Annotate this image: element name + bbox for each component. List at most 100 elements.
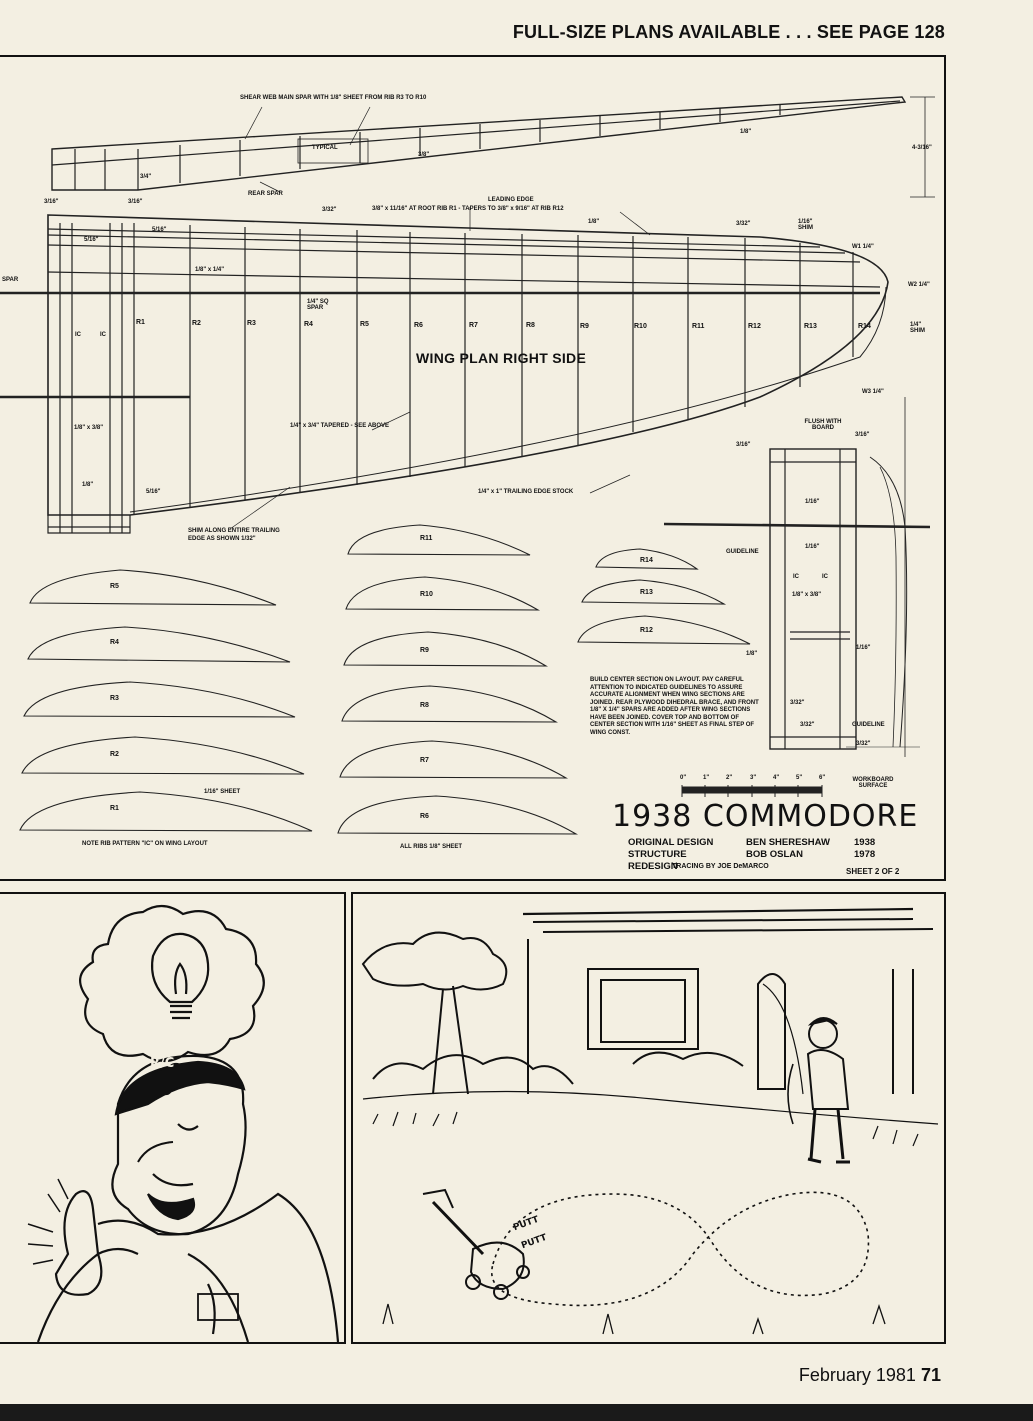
wing-rib-label: R6 — [414, 322, 423, 329]
dim-1-8x3-8-label: 1/8" x 3/8" — [74, 425, 104, 431]
dim-1-8-label: 1/8" — [740, 129, 752, 135]
wing-rib-label: R8 — [526, 322, 535, 329]
dim-5-16-a: 5/16" — [84, 237, 99, 243]
lightbulb-icon — [151, 932, 210, 1020]
leader-lines — [229, 106, 651, 530]
center-section — [663, 397, 931, 757]
credit-name: BEN SHERESHAW — [746, 837, 830, 848]
build-note: BUILD CENTER SECTION ON LAYOUT. PAY CARE… — [590, 677, 759, 736]
rib-profile-label: R1 — [110, 805, 119, 812]
rib-profiles — [19, 524, 751, 835]
cartoon-mower-drawing — [361, 907, 939, 1335]
dim-3-32-tip-label: 3/32" — [736, 221, 751, 227]
ic-label-2: IC — [100, 332, 106, 338]
scale-label: 1" — [703, 775, 710, 781]
wing-rib-label: R4 — [304, 321, 313, 328]
wing-rib-label: R12 — [748, 323, 761, 330]
cs-dim-3-16-b: 3/16" — [855, 432, 870, 438]
leading-edge-spec: 3/8" x 11/16" AT ROOT RIB R1 - TAPERS TO… — [372, 206, 564, 212]
rib-profile-label: R5 — [110, 583, 119, 590]
dim-4-3-16-label: 4-3/16" — [912, 145, 932, 151]
trailing-edge-label: 1/4" x 1" TRAILING EDGE STOCK — [478, 489, 574, 495]
dim-3-32-label: 3/32" — [322, 207, 337, 213]
cs-ic-2: IC — [822, 574, 828, 580]
workboard-label: WORKBOARD SURFACE — [852, 777, 894, 789]
lawn-mower — [422, 1188, 530, 1300]
rib-profile-label: R12 — [640, 627, 653, 634]
dim-3-4-label: 3/4" — [140, 174, 152, 180]
cs-dim-1-8: 1/8" — [746, 651, 758, 657]
rib-profile-label: R6 — [420, 813, 429, 820]
plan-drawing-frame: SHEAR WEB MAIN SPAR WITH 1/8" SHEET FROM… — [0, 55, 946, 881]
wing-plan-title: WING PLAN RIGHT SIDE — [416, 350, 587, 366]
wing-rib-label: R9 — [580, 323, 589, 330]
scale-label: 0" — [680, 775, 687, 781]
rib-profile-label: R9 — [420, 647, 429, 654]
credit-role: STRUCTURE REDESIGN — [628, 849, 687, 872]
cap-text: R/C — [150, 1056, 175, 1071]
credit-row: ORIGINAL DESIGN BEN SHERESHAW 1938 — [628, 837, 875, 849]
cs-dim-1-8x3-8: 1/8" x 3/8" — [792, 592, 822, 598]
cs-dim-1-16-b: 1/16" — [805, 544, 820, 550]
shear-web-label: SHEAR WEB MAIN SPAR WITH 1/8" SHEET FROM… — [240, 95, 427, 101]
rear-spar-label: REAR SPAR — [248, 191, 283, 197]
rib-profile-label: R4 — [110, 639, 119, 646]
scale-label: 6" — [819, 775, 826, 781]
leading-edge-label: LEADING EDGE — [488, 197, 534, 203]
rib-profile-label: R2 — [110, 751, 119, 758]
rib-profile-label: R7 — [420, 757, 429, 764]
shim-trailing-label: SHIM ALONG ENTIRE TRAILING EDGE AS SHOWN… — [188, 528, 280, 542]
dim-1-8-wing-label: 1/8" — [588, 219, 600, 225]
spar-top-view — [51, 96, 935, 198]
scale-bar — [681, 785, 823, 797]
page-footer: February 1981 71 — [799, 1365, 941, 1386]
note-rib-pattern: NOTE RIB PATTERN "IC" ON WING LAYOUT — [82, 841, 208, 847]
spar-left-label: SPAR — [2, 277, 19, 283]
sheet-number: SHEET 2 OF 2 — [846, 867, 900, 876]
wing-rib-label: R10 — [634, 323, 647, 330]
cs-guideline-2: GUIDELINE — [852, 722, 885, 728]
tip-shim-label: 1/4" SHIM — [910, 322, 925, 334]
flush-label: FLUSH WITH BOARD — [804, 419, 842, 431]
cs-dim-3-32-c: 3/32" — [856, 741, 871, 747]
cartoon-mower-panel: PUTT PUTT — [351, 892, 946, 1344]
credit-row: STRUCTURE REDESIGN BOB OSLAN 1978 — [628, 849, 875, 873]
credit-role: ORIGINAL DESIGN — [628, 837, 714, 848]
typical-label: TYPICAL — [312, 145, 338, 151]
w1-label: W1 1/4" — [852, 244, 874, 250]
all-ribs-note: ALL RIBS 1/8" SHEET — [400, 844, 463, 850]
rib-profile-label: R8 — [420, 702, 429, 709]
dim-3-16-a: 3/16" — [44, 199, 59, 205]
scale-label: 5" — [796, 775, 803, 781]
rib-profile-label: R3 — [110, 695, 119, 702]
credit-year: 1978 — [854, 849, 876, 860]
bottom-scan-edge — [0, 1404, 1033, 1421]
shim-label: 1/16" SHIM — [798, 219, 813, 231]
sheet-note-label: 1/16" SHEET — [204, 789, 241, 795]
rib-profile-label: R14 — [640, 557, 653, 564]
dim-1-8-root-label: 1/8" — [82, 482, 94, 488]
credits: ORIGINAL DESIGN BEN SHERESHAW 1938 STRUC… — [628, 837, 875, 873]
cartoon-idea-panel: R/C — [0, 892, 346, 1344]
cartoon-idea-drawing — [27, 904, 340, 1343]
cs-dim-1-16-c: 1/16" — [856, 645, 871, 651]
cs-guideline: GUIDELINE — [726, 549, 759, 555]
issue-date: February 1981 — [798, 1365, 916, 1385]
dim-5-16-b: 5/16" — [152, 227, 167, 233]
cs-dim-3-16: 3/16" — [736, 442, 751, 448]
strip-label: 1/8" x 1/4" — [195, 267, 225, 273]
w3-label: W3 1/4" — [862, 389, 884, 395]
page-number: 71 — [920, 1365, 941, 1385]
page-header: FULL-SIZE PLANS AVAILABLE . . . SEE PAGE… — [512, 22, 945, 42]
dim-3-16-b: 3/16" — [128, 199, 143, 205]
wing-rib-label: R5 — [360, 321, 369, 328]
plan-title: 1938 COMMODORE — [612, 799, 919, 834]
ic-label-1: IC — [75, 332, 81, 338]
scale-label: 2" — [726, 775, 733, 781]
credit-name: BOB OSLAN — [746, 849, 803, 860]
dim-3-8-label: 3/8" — [418, 152, 430, 158]
wing-rib-label: R7 — [469, 322, 478, 329]
dim-5-16-c: 5/16" — [146, 489, 161, 495]
tracing-credit: TRACING BY JOE DeMARCO — [672, 863, 769, 870]
scale-label: 4" — [773, 775, 780, 781]
